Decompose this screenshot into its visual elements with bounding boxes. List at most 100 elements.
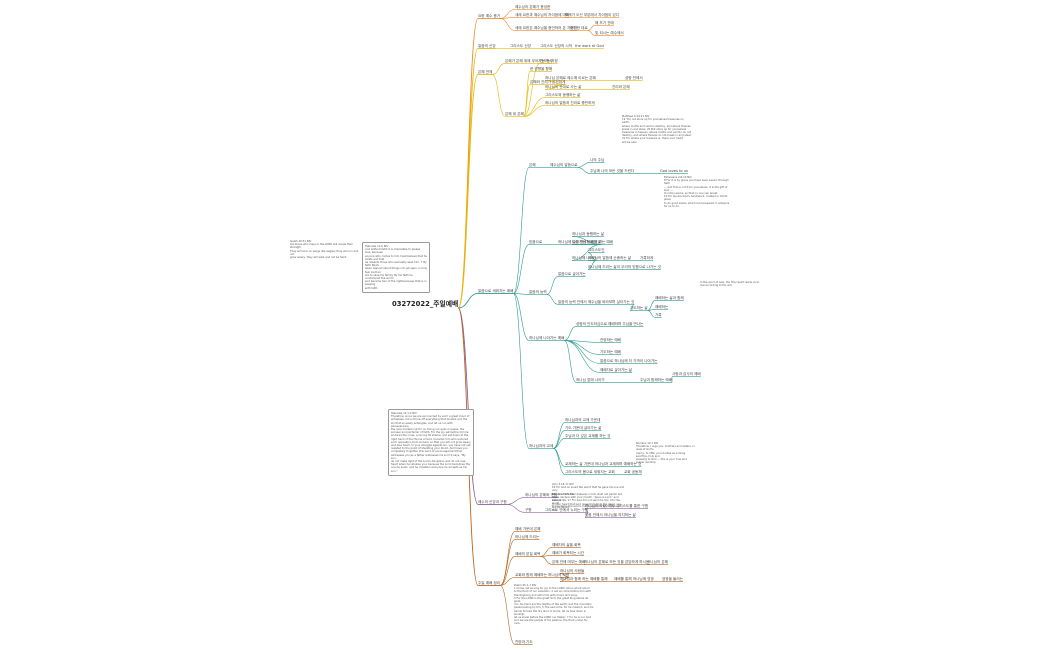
b2-c2a[interactable]: the work of God [575, 44, 604, 48]
b2-c2[interactable]: 그리스도 신앙의 시작 [540, 44, 573, 48]
connector [577, 167, 591, 174]
b6-c3c1a[interactable]: 하나님의 은혜 [647, 560, 668, 564]
b4-s5-c3[interactable]: 주님과 더 깊은 교제를 하는 것 [565, 434, 611, 438]
connector [553, 422, 566, 449]
b6-c5[interactable]: 찬양과 기도 [515, 640, 533, 644]
b4-s1-c1b1[interactable]: God loves to us [660, 169, 688, 173]
b3-c3b1[interactable]: 하나님 은혜로 예수께 이르는 은혜 [545, 76, 596, 80]
b6-c3a[interactable]: 예배자의 삶을 회복 [552, 543, 581, 547]
b4-s2-c1a[interactable]: 하나님과 동행하는 삶 [572, 232, 605, 236]
branch-4[interactable]: 말씀으로 세워지는 예배 [478, 289, 514, 293]
b4-s5-c2[interactable]: 기도 가운데 살아가는 삶 [565, 426, 602, 430]
b3-c1[interactable]: 은혜가 은혜 위에 부어지는 역사 [505, 59, 553, 63]
b1-c2a[interactable]: 모세가 오신 부분에서 차이점이 있다 [565, 13, 620, 17]
b4-s3-c2a3[interactable]: 거룩 [655, 313, 662, 317]
branch-6[interactable]: 주일 예배 정리 [478, 581, 501, 585]
b6-c4b1[interactable]: 예배를 통해 하나님께 영광 [614, 577, 654, 581]
b4-s4-c1c[interactable]: 기도하는 예배 [600, 350, 621, 354]
b1-c3a1[interactable]: 해 뜨기 전에 [595, 21, 614, 25]
b3-c3b2a[interactable]: 진리와 은혜 [612, 85, 630, 89]
b4-s5-c1[interactable]: 하나님과의 교제 가운데 [565, 418, 601, 422]
branch-5[interactable]: 예수의 신앙과 구원 [478, 500, 507, 504]
b4-s2-c1c[interactable]: 하나님께 나아가 [572, 256, 597, 260]
b3-c3b[interactable]: 한 방향을 향해 [530, 67, 553, 71]
b3-c2[interactable]: 은혜 위 은혜 [505, 112, 524, 116]
b4-s4-c1[interactable]: 성령의 인도하심으로 예배하며 주님을 만나는 [576, 322, 644, 326]
connector [499, 531, 516, 586]
b4-s1-c1[interactable]: 예수님의 말씀으로 [550, 163, 578, 167]
branch-3[interactable]: 은혜 전체 [478, 70, 493, 74]
b4-s2-c1b[interactable]: 말씀 안에서 함께 하는 예배 [572, 240, 613, 244]
b1-c1[interactable]: 예수님의 은혜가 충성한 [515, 5, 551, 9]
b4-s2-c1[interactable]: 하나님께 나아가는 믿음의 삶 [558, 240, 602, 244]
connector [499, 539, 516, 586]
connector [457, 73, 479, 309]
b6-c4b[interactable]: 하나님과 함께 하는 예배를 통해 [560, 577, 608, 581]
b4-s2-c1c2[interactable]: 하나님의 말씀에 순종하는 삶 [588, 256, 632, 260]
b5-c2[interactable]: 구원 [525, 508, 532, 512]
b6-c1[interactable]: 예배 가운데 은혜 [515, 527, 541, 531]
b3-c3c[interactable]: 그리스도와 동행하는 삶 [545, 93, 581, 97]
b4-s4-c1d[interactable]: 예배자로 살아가는 삶 [600, 368, 633, 372]
branch-1[interactable]: 요한 예수 증거 [478, 14, 501, 18]
b4-s1-c1b[interactable]: 주님께 나의 모든 것을 드린다 [590, 169, 635, 173]
branch-2[interactable]: 말씀의 신앙 [478, 44, 496, 48]
b3-c3d[interactable]: 하나님의 말씀과 진리로 충만하게 [545, 101, 595, 105]
b4-s4-c1a[interactable]: 찬양하는 예배 [600, 338, 621, 342]
b4-s4[interactable]: 하나님께 나아가는 예배 [529, 336, 565, 340]
mindmap-root[interactable]: 03272022_주일예배 [392, 300, 459, 308]
connector [500, 9, 516, 19]
b6-c3b[interactable]: 예배가 회복되는 시간 [552, 551, 585, 555]
b3-c3a[interactable]: 진리는 과정 [540, 59, 558, 63]
b4-s3-c2[interactable]: 말씀의 능력 안에서 예수님을 바라보며 살아가는 것 [558, 300, 635, 304]
b3-c3[interactable]: 은혜와 진리가 온전하게 [530, 80, 566, 84]
b4-s1-c1a[interactable]: 나의 주님 [590, 158, 605, 162]
b4-s2[interactable]: 믿음으로 [529, 240, 543, 244]
connector [499, 585, 516, 645]
b4-s2-c1c3[interactable]: 하나님께 드리는 삶이 우리의 믿음으로 나가는 것 [588, 265, 661, 269]
b4-s3-c2a[interactable]: 기도하는 삶 [630, 306, 648, 310]
b4-s3[interactable]: 말씀의 능력 [529, 290, 547, 294]
b1-c3[interactable]: 세례 요한은 예수님을 증언하러 온 자이다 [515, 26, 577, 30]
connector [506, 497, 526, 505]
b5-c2a2[interactable]: 믿음 안에서 하나님을 의지하는 삶 [585, 513, 636, 517]
b4-s5-c4[interactable]: 교제하는 삶 가운데 하나님과 교제하며 예배하는 것 [565, 462, 642, 466]
b5-c1[interactable]: 하나님의 은혜와 구원 [525, 493, 558, 497]
b4-s4-c2a1[interactable]: 사랑과 감사의 예배 [672, 372, 701, 376]
b6-c4a[interactable]: 하나님의 사람들 [560, 569, 585, 573]
b6-c3c1[interactable]: 하나님의 은혜로 모든 것을 감당하게 하시는 [584, 560, 650, 564]
connector [553, 448, 566, 475]
b3-c3b1a[interactable]: 성령 안에서 [625, 76, 643, 80]
b4-s5-c5[interactable]: 그리스도의 몸으로 세워지는 교회 [565, 470, 615, 474]
connector [513, 244, 530, 294]
b3-c3b2[interactable]: 하나님의 뜻대로 사는 삶 [545, 85, 582, 89]
b4-s1[interactable]: 은혜 [529, 163, 536, 167]
b6-c2[interactable]: 하나님께 드리는 [515, 535, 540, 539]
b1-c2[interactable]: 세례 요한과 예수님의 차이점에 대해 [515, 13, 570, 17]
b4-s5-c5a[interactable]: 교회 공동체 [624, 470, 642, 474]
connector [458, 292, 479, 309]
b6-c3[interactable]: 예배의 본질 회복 [515, 552, 541, 556]
connector [553, 430, 566, 449]
b2-c1[interactable]: 그리스도 신앙 [510, 44, 531, 48]
b4-s3-c2a1[interactable]: 예배하는 삶과 함께 [655, 296, 684, 300]
b4-s2-note: Ephesians 2:8-10 NIV 8 For it is by grac… [664, 176, 730, 208]
b4-s4-c2a[interactable]: 주님과 함께하는 예배 [640, 378, 673, 382]
b1-c3a[interactable]: 증언한 대로 [570, 26, 588, 30]
b4-s3-c2a2[interactable]: 예배하는 [655, 305, 669, 309]
b5-c2a[interactable]: 그리스도 안에서 누리는 구원 [545, 508, 589, 512]
b6-c4b1a[interactable]: 영광을 돌리는 [662, 577, 683, 581]
b4-s4-c1b[interactable]: 말씀으로 하나님께 더 가까이 나아가는 [600, 359, 658, 363]
b4-s3-c1[interactable]: 말씀으로 살아가는 [558, 272, 586, 276]
b4-s5[interactable]: 하나님과의 교제 [529, 444, 554, 448]
b4-s2-c1c1[interactable]: 그리스도인 [588, 248, 605, 252]
b6-c4[interactable]: 교회와 함께 예배하는 하나님의 사람 [515, 573, 570, 577]
connector [577, 162, 591, 168]
b1-c3a2[interactable]: 빛 되시는 예수께서 [595, 31, 624, 35]
b4-s2-c1c2a[interactable]: 거룩하게 [640, 256, 654, 260]
b6-c3c[interactable]: 은혜 안에 머무는 예배 [552, 560, 586, 564]
b4-s4-c2[interactable]: 하나님 앞에 나아가 [576, 378, 605, 382]
b5-c2a1[interactable]: 하나님의 사랑, 예수 그리스도를 통한 구원 [585, 504, 649, 508]
